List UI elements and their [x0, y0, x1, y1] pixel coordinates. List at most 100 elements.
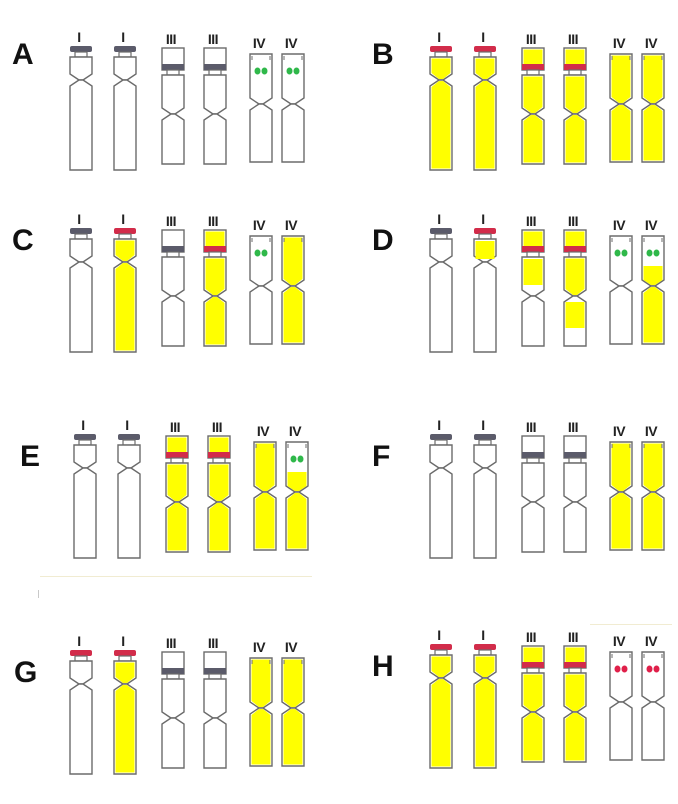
chromosome-iii: [521, 47, 545, 165]
chromosome-label-iii: III: [211, 419, 223, 435]
panel-letter: C: [12, 224, 34, 257]
chromosome-label-iii: III: [525, 31, 537, 47]
chromosome-iii: [203, 47, 227, 165]
chromosome-i: [429, 46, 453, 171]
chromosome-iii: [161, 229, 185, 347]
panel-letter: B: [372, 38, 394, 71]
chromosome-label-iv: IV: [612, 633, 626, 649]
chromosome-label-iv: IV: [612, 217, 626, 233]
chromosome-iv: [249, 657, 273, 767]
chromosome-label-i: I: [481, 627, 485, 643]
chromosome-label-iii: III: [165, 31, 177, 47]
chromosome-i: [113, 46, 137, 171]
chromosome-iii: [203, 229, 227, 347]
chromosome-label-iv: IV: [252, 217, 266, 233]
chromosome-label-iv: IV: [612, 35, 626, 51]
chromosome-label-iii: III: [567, 419, 579, 435]
chromosome-iv: [281, 235, 305, 345]
chromosome-label-i: I: [437, 627, 441, 643]
chromosome-label-i: I: [481, 29, 485, 45]
chromosome-iii: [563, 435, 587, 553]
green-dots-marker: [614, 249, 628, 257]
chromosome-iv: [253, 441, 277, 551]
chromosome-label-i: I: [481, 417, 485, 433]
chromosome-label-i: I: [121, 29, 125, 45]
chromosome-iii: [563, 229, 587, 347]
green-dots-marker: [254, 249, 268, 257]
chromosome-label-i: I: [77, 633, 81, 649]
chromosome-label-iii: III: [567, 31, 579, 47]
chromosome-label-iii: III: [207, 31, 219, 47]
chromosome-iii: [203, 651, 227, 769]
chromosome-label-iii: III: [169, 419, 181, 435]
divider-line-above-h-iv: [590, 624, 672, 625]
chromosome-label-iv: IV: [644, 35, 658, 51]
panel-letter: H: [372, 650, 394, 683]
chromosome-label-i: I: [121, 211, 125, 227]
chromosome-label-i: I: [81, 417, 85, 433]
chromosome-iv: [609, 235, 633, 345]
panel-letter: D: [372, 224, 394, 257]
chromosome-iv: [641, 235, 665, 345]
chromosome-label-iii: III: [207, 213, 219, 229]
chromosome-i: [113, 228, 137, 353]
chromosome-iii: [521, 645, 545, 763]
chromosome-label-i: I: [437, 417, 441, 433]
chromosome-iii: [165, 435, 189, 553]
chromosome-i: [429, 434, 453, 559]
panel-letter: E: [20, 440, 41, 473]
chromosome-label-iii: III: [525, 629, 537, 645]
green-dots-marker: [286, 67, 300, 75]
green-dots-marker: [290, 455, 304, 463]
panel-letter: A: [12, 38, 34, 71]
chromosome-label-iv: IV: [284, 639, 298, 655]
green-dots-marker: [254, 67, 268, 75]
chromosome-iii: [161, 47, 185, 165]
chromosome-iv: [281, 53, 305, 163]
chromosome-i: [473, 228, 497, 353]
chromosome-iv: [249, 235, 273, 345]
chromosome-iv: [641, 441, 665, 551]
chromosome-iii: [207, 435, 231, 553]
chromosome-iv: [609, 651, 633, 761]
chromosome-iv: [609, 441, 633, 551]
panel-letter: G: [14, 656, 38, 689]
panel-letter: F: [372, 440, 391, 473]
chromosome-iii: [521, 229, 545, 347]
chromosome-iv: [249, 53, 273, 163]
chromosome-label-iv: IV: [256, 423, 270, 439]
chromosome-label-iv: IV: [252, 35, 266, 51]
chromosome-i: [69, 46, 93, 171]
chromosome-iii: [521, 435, 545, 553]
chromosome-iii: [563, 645, 587, 763]
chromosome-iv: [641, 651, 665, 761]
divider-line-under-e: [40, 576, 312, 577]
chromosome-i: [473, 644, 497, 769]
red-dots-marker: [646, 665, 660, 673]
chromosome-i: [113, 650, 137, 775]
chromosome-i: [69, 228, 93, 353]
chromosome-label-i: I: [437, 29, 441, 45]
chromosome-label-iv: IV: [284, 217, 298, 233]
chromosome-label-iv: IV: [284, 35, 298, 51]
chromosome-i: [429, 228, 453, 353]
chromosome-label-i: I: [481, 211, 485, 227]
chromosome-iii: [161, 651, 185, 769]
chromosome-i: [429, 644, 453, 769]
chromosome-label-i: I: [437, 211, 441, 227]
chromosome-iv: [281, 657, 305, 767]
chromosome-label-iv: IV: [644, 217, 658, 233]
chromosome-iv: [641, 53, 665, 163]
chromosome-label-iv: IV: [644, 633, 658, 649]
chromosome-iv: [285, 441, 309, 551]
chromosome-label-iv: IV: [612, 423, 626, 439]
chromosome-label-iii: III: [207, 635, 219, 651]
divider-tick: [38, 590, 39, 598]
chromosome-i: [117, 434, 141, 559]
chromosome-label-iv: IV: [288, 423, 302, 439]
